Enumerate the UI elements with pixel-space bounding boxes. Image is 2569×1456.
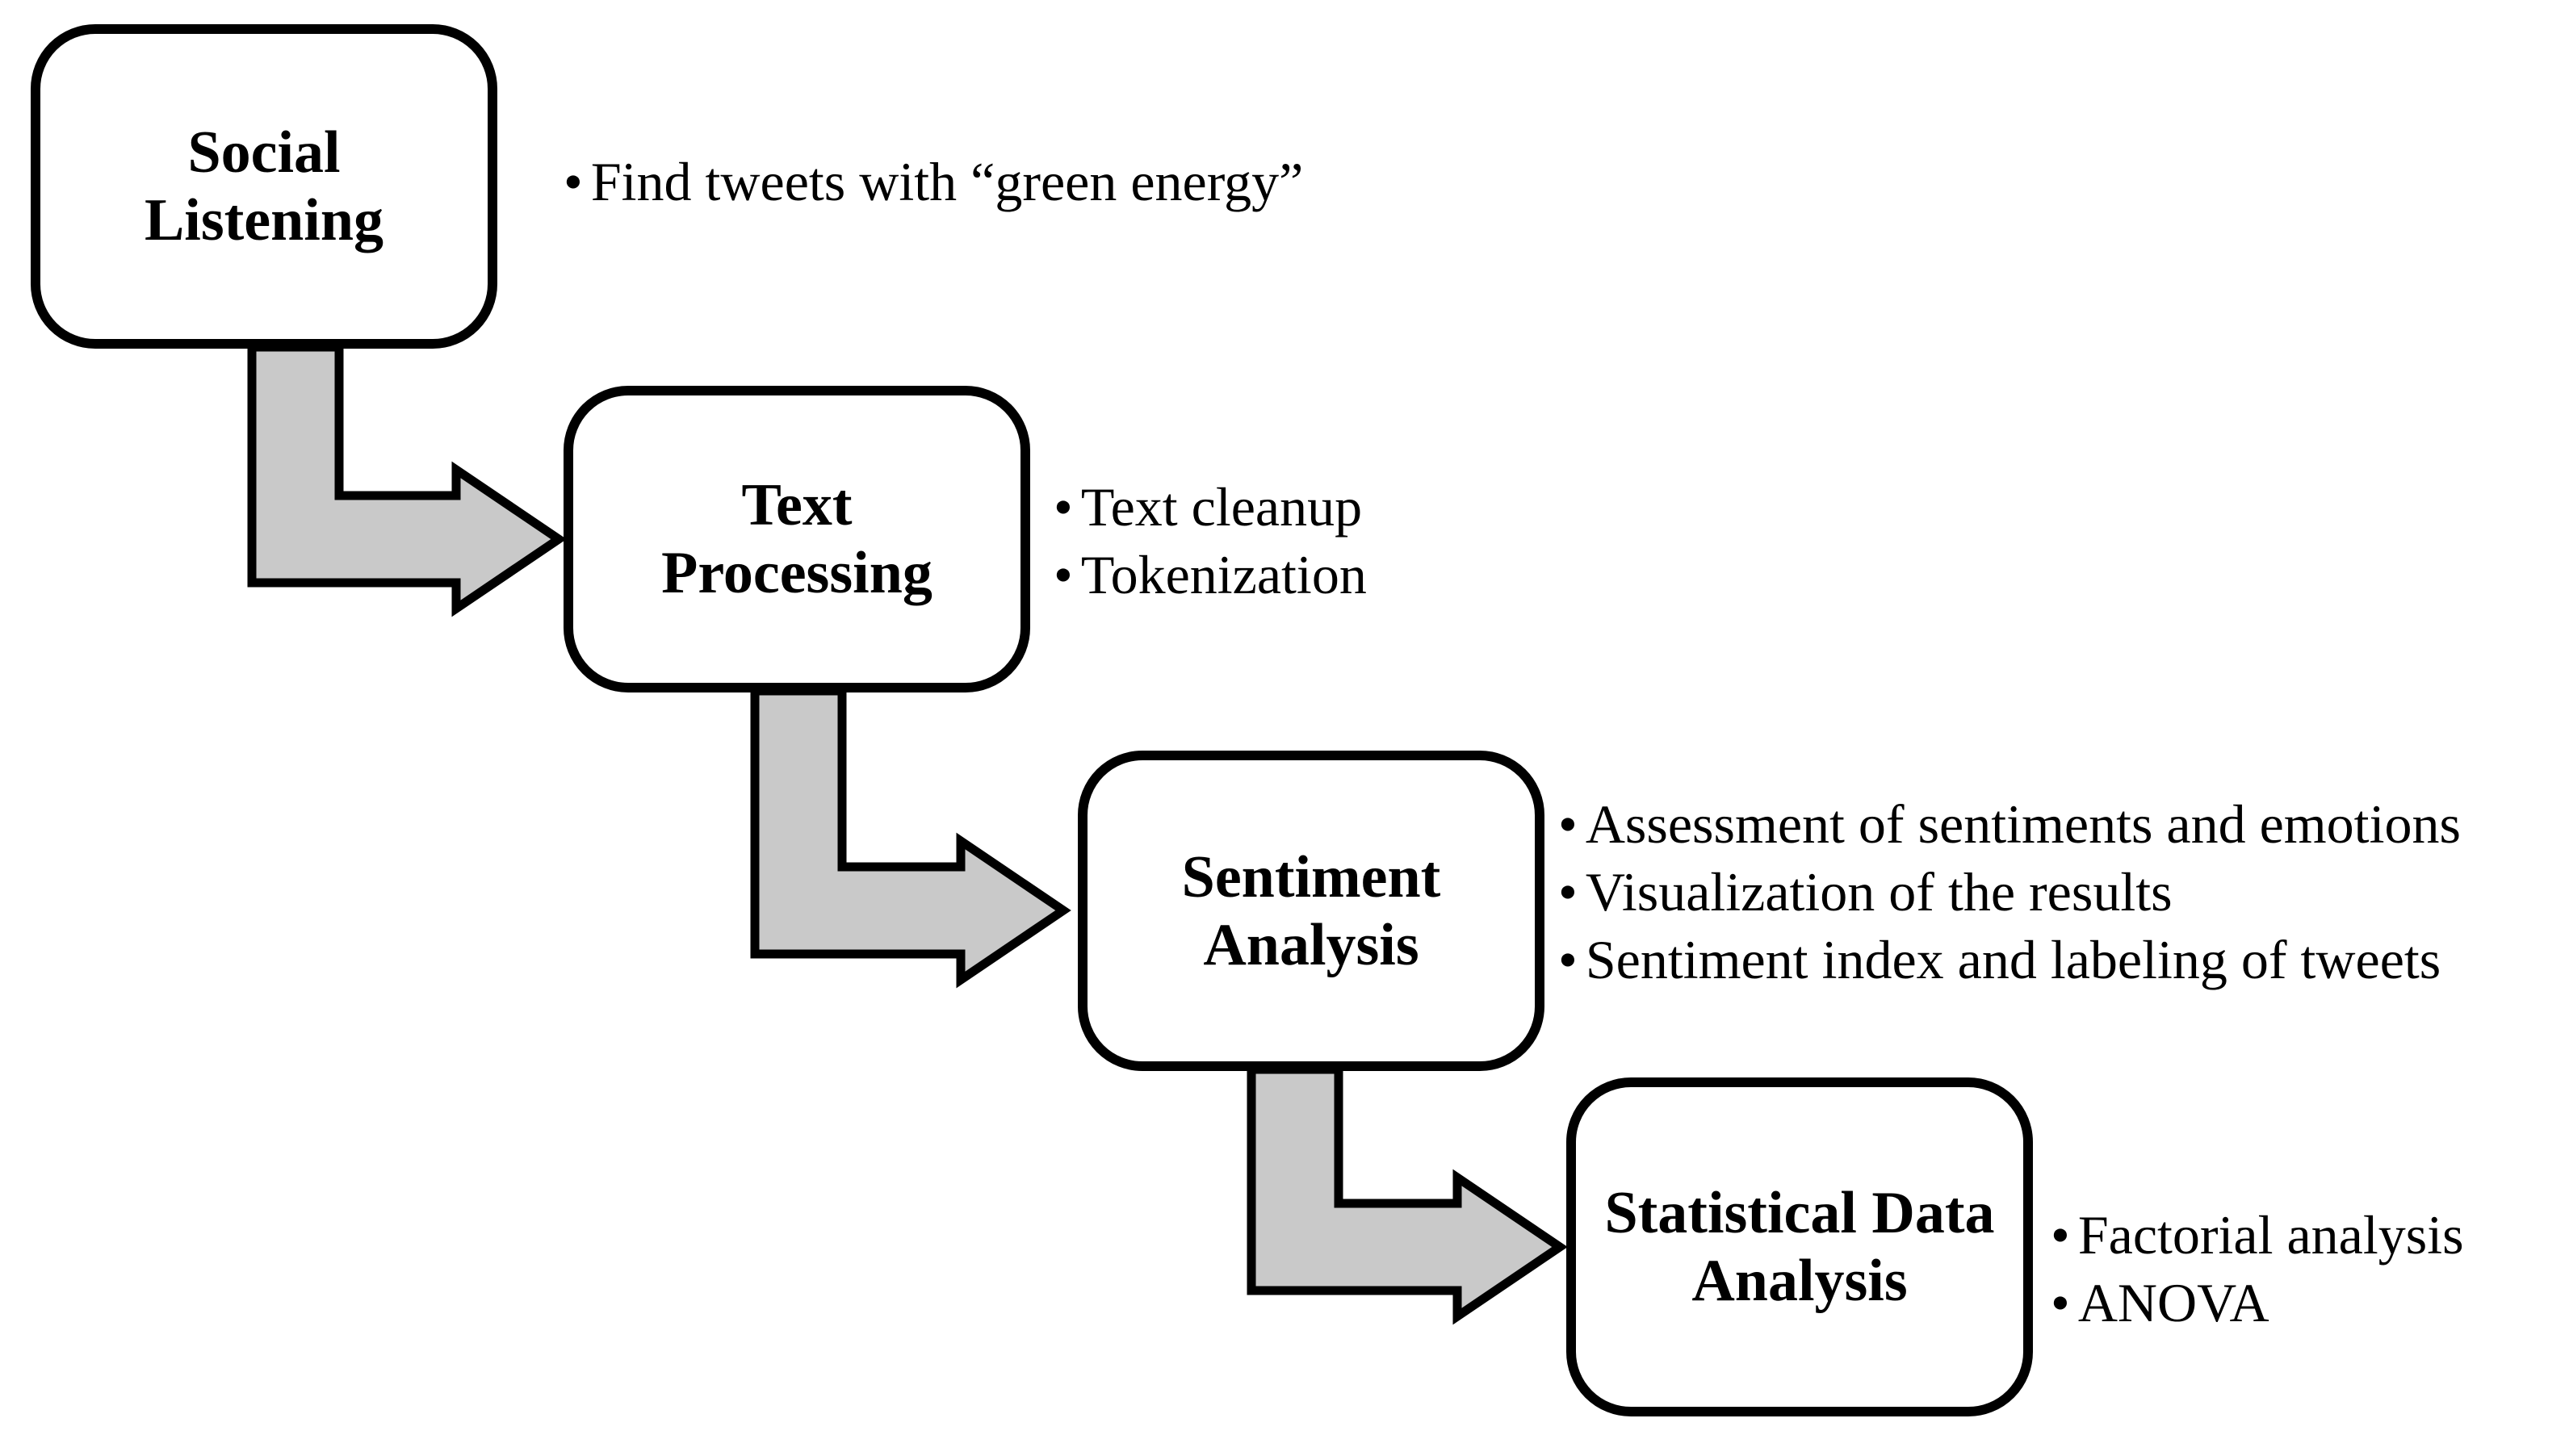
bullet-item: • Sentiment index and labeling of tweets	[1558, 926, 2461, 994]
bullet-item: • Factorial analysis	[2051, 1201, 2464, 1269]
step-title-line: Text	[741, 472, 853, 538]
bullet-text: ANOVA	[2077, 1272, 2269, 1333]
bullet-item: • ANOVA	[2051, 1269, 2464, 1337]
bullet-item: • Tokenization	[1054, 541, 1367, 609]
bullet-text: Text cleanup	[1080, 476, 1363, 538]
bullet-item: • Assessment of sentiments and emotions	[1558, 790, 2461, 858]
bullet-marker: •	[1054, 544, 1073, 605]
bullet-list-sentiment-analysis: • Assessment of sentiments and emotions …	[1558, 790, 2461, 994]
elbow-arrow-social-to-text	[247, 342, 567, 617]
elbow-arrow-sentiment-to-statistical	[1247, 1065, 1568, 1325]
step-title-line: Analysis	[1691, 1248, 1908, 1314]
step-title-line: Statistical Data	[1604, 1180, 1995, 1246]
bullet-text: Visualization of the results	[1585, 861, 2173, 923]
bullet-list-text-processing: • Text cleanup • Tokenization	[1054, 473, 1367, 609]
bullet-marker: •	[1558, 861, 1578, 923]
bullet-text: Assessment of sentiments and emotions	[1585, 793, 2461, 855]
bullet-text: Tokenization	[1080, 544, 1367, 605]
step-box-social-listening: Social Listening	[31, 24, 497, 349]
bullet-item: • Text cleanup	[1054, 473, 1367, 541]
bullet-marker: •	[1054, 476, 1073, 538]
step-title-line: Processing	[661, 540, 932, 606]
bullet-item: • Find tweets with “green energy”	[564, 148, 1303, 215]
bullet-item: • Visualization of the results	[1558, 858, 2461, 926]
step-title-line: Listening	[144, 187, 384, 253]
bullet-marker: •	[564, 151, 583, 212]
step-title-line: Analysis	[1203, 911, 1419, 978]
bullet-marker: •	[1558, 793, 1578, 855]
bullet-list-social-listening: • Find tweets with “green energy”	[564, 148, 1303, 215]
bullet-text: Find tweets with “green energy”	[590, 151, 1304, 212]
step-title-line: Sentiment	[1181, 843, 1441, 910]
elbow-arrow-text-to-sentiment	[750, 686, 1071, 989]
step-title-line: Social	[187, 119, 341, 186]
bullet-text: Sentiment index and labeling of tweets	[1585, 929, 2441, 990]
step-box-statistical-data-analysis: Statistical Data Analysis	[1566, 1077, 2033, 1416]
bullet-marker: •	[2051, 1204, 2070, 1266]
step-box-sentiment-analysis: Sentiment Analysis	[1078, 751, 1544, 1071]
bullet-marker: •	[1558, 929, 1578, 990]
step-box-text-processing: Text Processing	[564, 386, 1030, 692]
bullet-list-statistical-data-analysis: • Factorial analysis • ANOVA	[2051, 1201, 2464, 1337]
bullet-marker: •	[2051, 1272, 2070, 1333]
bullet-text: Factorial analysis	[2077, 1204, 2464, 1266]
